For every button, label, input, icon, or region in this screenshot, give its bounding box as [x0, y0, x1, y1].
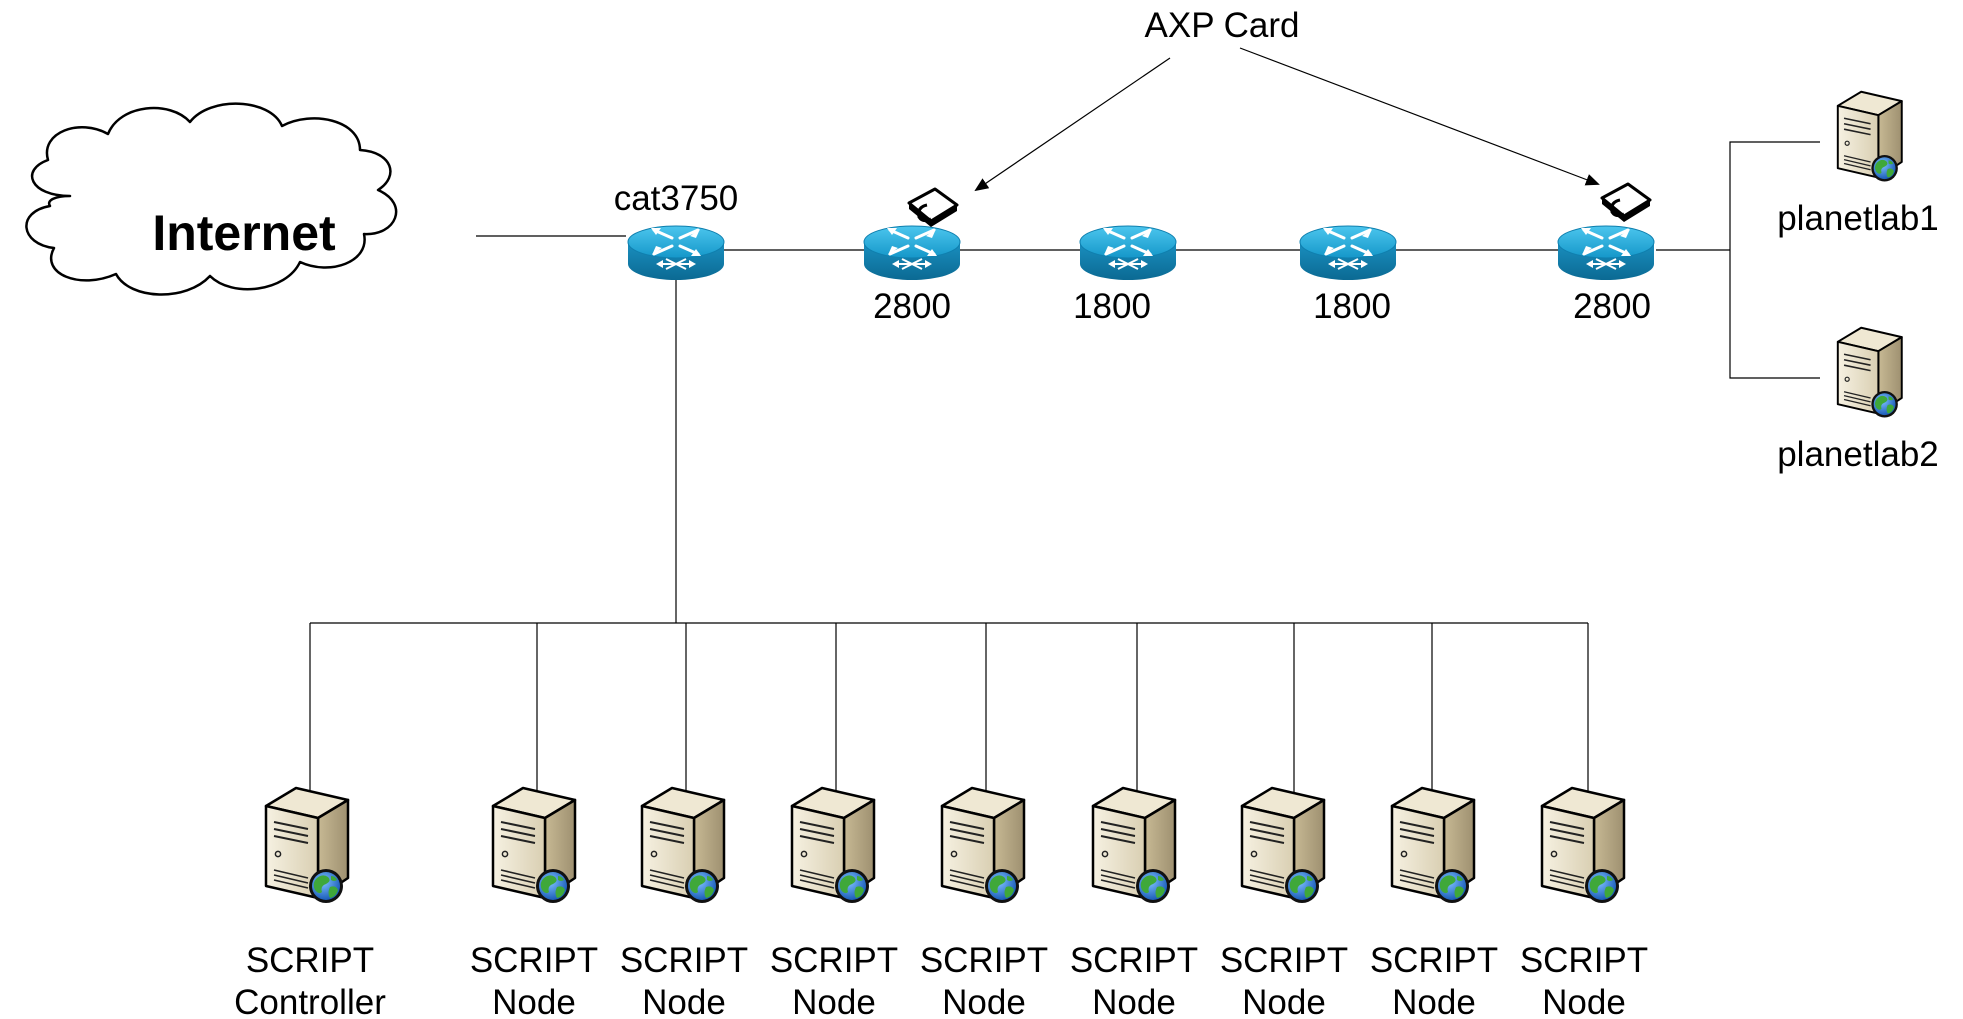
router-1800-b: 1800	[1298, 224, 1398, 326]
server-icon	[1390, 786, 1476, 905]
axp-arrows	[974, 47, 1600, 192]
router-label: 1800	[1073, 287, 1151, 326]
script-node: SCRIPT Node	[1370, 786, 1498, 1019]
server-label-line1: SCRIPT	[1520, 941, 1648, 980]
planetlab2-label: planetlab2	[1777, 435, 1939, 474]
router-2800-left: 2800	[862, 187, 962, 326]
axp-card-icon	[1600, 182, 1652, 224]
server-icon	[491, 786, 577, 905]
script-servers: SCRIPT Controller SCRIPT Node SCRIPT Nod…	[234, 786, 1648, 1019]
router-icon	[1298, 224, 1398, 282]
internet-cloud: Internet	[25, 102, 398, 296]
server-label-line2: Controller	[234, 983, 386, 1019]
server-label-line1: SCRIPT	[920, 941, 1048, 980]
cat3750-label: cat3750	[614, 179, 739, 218]
script-node: SCRIPT Node	[770, 786, 898, 1019]
planetlab-servers: planetlab1 planetlab2	[1777, 90, 1939, 474]
server-label-line2: Node	[1392, 983, 1476, 1019]
server-icon	[940, 786, 1026, 905]
server-label-line2: Node	[492, 983, 576, 1019]
router-label: 1800	[1313, 287, 1391, 326]
server-label-line2: Node	[1542, 983, 1626, 1019]
router-2800-right: 2800	[1556, 182, 1656, 326]
planetlab1-label: planetlab1	[1777, 199, 1939, 238]
router-icon	[862, 224, 962, 282]
script-node: SCRIPT Node	[470, 786, 598, 1019]
server-drops	[309, 623, 1589, 798]
server-icon	[790, 786, 876, 905]
router-icon	[1556, 224, 1656, 282]
server-icon	[1540, 786, 1626, 905]
script-controller: SCRIPT Controller	[234, 786, 386, 1019]
script-node: SCRIPT Node	[620, 786, 748, 1019]
internet-label: Internet	[152, 205, 336, 261]
server-icon	[1836, 90, 1903, 183]
router-label: 2800	[1573, 287, 1651, 326]
server-icon	[1091, 786, 1177, 905]
server-label-line1: SCRIPT	[1070, 941, 1198, 980]
script-node: SCRIPT Node	[1520, 786, 1648, 1019]
script-node: SCRIPT Node	[1070, 786, 1198, 1019]
server-label-line1: SCRIPT	[770, 941, 898, 980]
links	[309, 141, 1820, 798]
axp-card-label: AXP Card	[1145, 6, 1300, 45]
server-label-line2: Node	[792, 983, 876, 1019]
server-label-line1: SCRIPT	[1220, 941, 1348, 980]
router-1800-a: 1800	[1073, 224, 1178, 326]
server-label-line1: SCRIPT	[470, 941, 598, 980]
script-node: SCRIPT Node	[1220, 786, 1348, 1019]
server-label-line1: SCRIPT	[620, 941, 748, 980]
server-icon	[640, 786, 726, 905]
router-label: 2800	[873, 287, 951, 326]
server-icon	[1240, 786, 1326, 905]
server-icon	[1836, 326, 1903, 419]
server-label-line2: Node	[1092, 983, 1176, 1019]
switch-icon	[626, 224, 726, 282]
router-chain: 2800 1800 1800 2800	[862, 182, 1656, 326]
axp-card-icon	[907, 187, 959, 229]
server-label-line1: SCRIPT	[246, 941, 374, 980]
server-label-line1: SCRIPT	[1370, 941, 1498, 980]
planetlab1: planetlab1	[1777, 90, 1939, 238]
planetlab2: planetlab2	[1777, 326, 1939, 474]
cloud-icon	[25, 102, 398, 296]
server-label-line2: Node	[942, 983, 1026, 1019]
server-label-line2: Node	[642, 983, 726, 1019]
link-planetlab-fork	[1729, 141, 1820, 379]
server-label-line2: Node	[1242, 983, 1326, 1019]
script-node: SCRIPT Node	[920, 786, 1048, 1019]
core-switch: cat3750	[614, 179, 739, 282]
router-icon	[1078, 224, 1178, 282]
server-icon	[264, 786, 350, 905]
